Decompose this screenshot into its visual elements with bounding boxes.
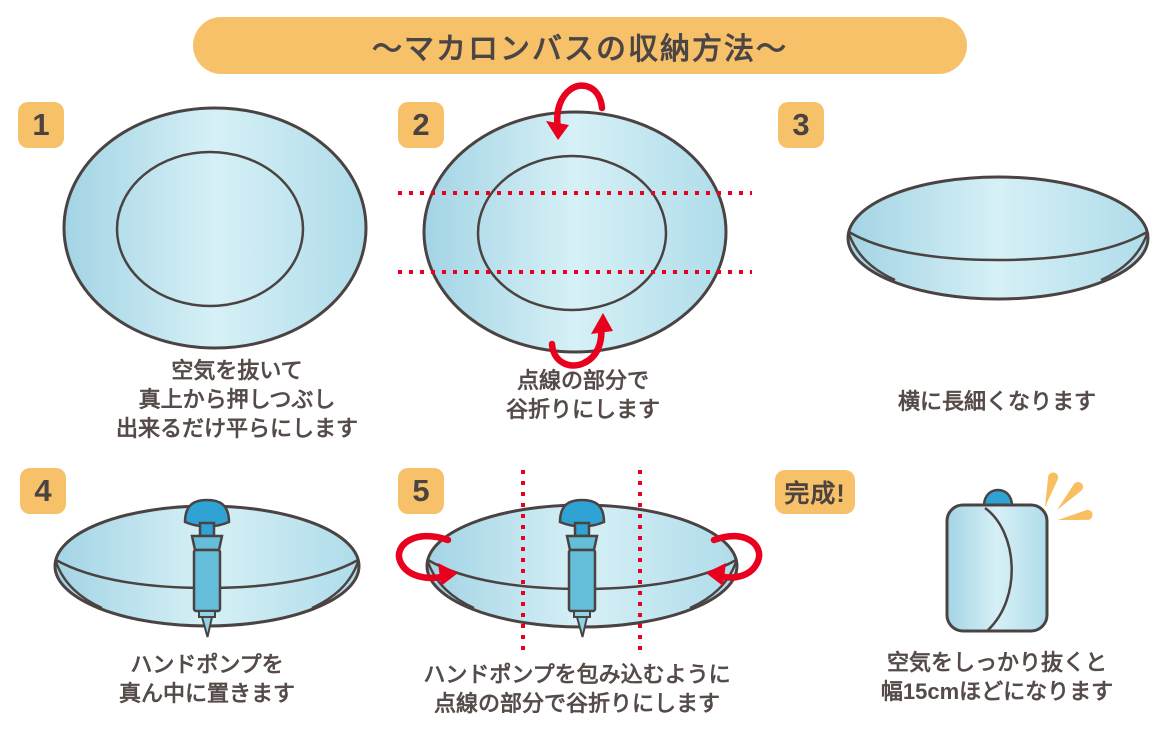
step-5-caption: ハンドポンプを包み込むように 点線の部分で谷折りにします (387, 660, 767, 718)
done-caption: 空気をしっかり抜くと 幅15cmほどになります (817, 648, 1161, 706)
caption-line: ハンドポンプを (130, 652, 284, 677)
caption-line: 空気をしっかり抜くと (886, 650, 1107, 675)
caption-line: 幅15cmほどになります (880, 679, 1114, 704)
step-1-badge: 1 (18, 102, 64, 148)
fold-arrow-right-icon (706, 532, 763, 586)
caption-line: 点線の部分で谷折りにします (433, 691, 720, 716)
caption-line: 真ん中に置きます (118, 681, 295, 706)
step-3-caption: 横に長細くなります (827, 387, 1161, 416)
step-2-caption: 点線の部分で 谷折りにします (413, 366, 753, 424)
step-2-badge: 2 (398, 102, 444, 148)
hand-pump-icon (183, 498, 231, 638)
step-5-badge: 5 (398, 468, 444, 514)
folded-bath-side-view-icon (846, 175, 1150, 301)
title-banner: 〜マカロンバスの収納方法〜 (193, 17, 967, 74)
sparkle-icon (1045, 472, 1093, 520)
hand-pump-icon (558, 498, 606, 638)
done-badge: 完成! (775, 470, 855, 514)
caption-line: 谷折りにします (505, 397, 660, 422)
step-4-caption: ハンドポンプを 真ん中に置きます (37, 650, 377, 708)
fold-arrow-top-icon (546, 82, 606, 140)
folded-bath-with-pump-icon (53, 498, 361, 638)
step-4-badge: 4 (20, 468, 66, 514)
bath-fold-lines-view-icon (398, 82, 752, 369)
deflated-bath-top-view-icon (62, 106, 368, 350)
caption-line: 真上から押しつぶし (138, 387, 336, 412)
pump-cap-icon (982, 488, 1014, 508)
finished-bundle-icon (945, 472, 1093, 633)
caption-line: 横に長細くなります (897, 389, 1096, 414)
caption-line: 出来るだけ平らにします (115, 416, 358, 441)
caption-line: 空気を抜いて (171, 358, 303, 383)
step-1-caption: 空気を抜いて 真上から押しつぶし 出来るだけ平らにします (67, 356, 407, 443)
page-title: 〜マカロンバスの収納方法〜 (372, 32, 788, 66)
step-3-badge: 3 (778, 102, 824, 148)
fold-arrow-left-icon (395, 532, 458, 586)
caption-line: 点線の部分で (516, 368, 649, 393)
fold-arrow-bottom-icon (548, 313, 613, 369)
wrap-pump-fold-view-icon (395, 470, 763, 652)
caption-line: ハンドポンプを包み込むように (423, 662, 731, 687)
